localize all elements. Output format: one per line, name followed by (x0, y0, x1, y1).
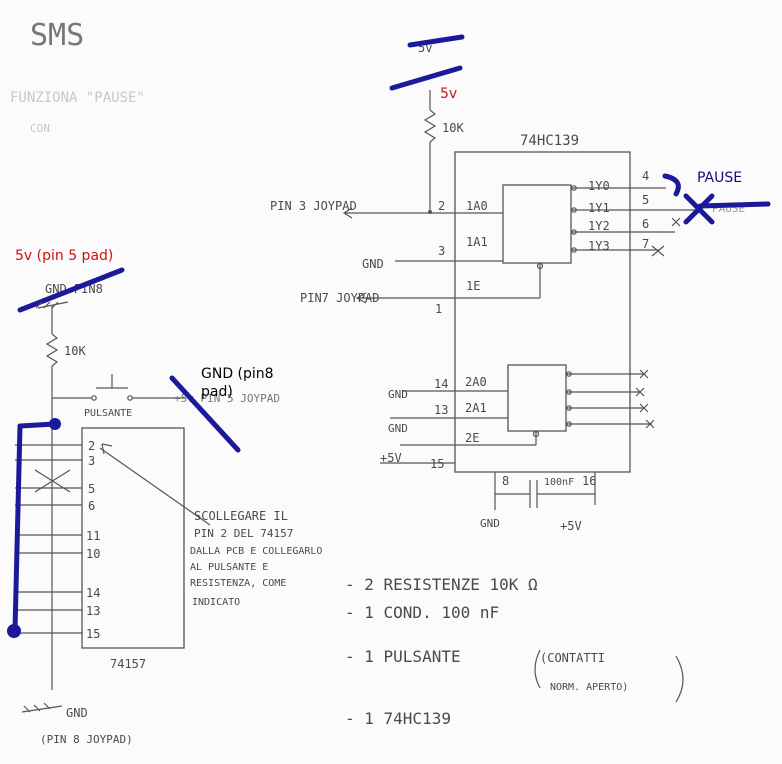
blue-dot-top (49, 418, 61, 430)
pointer-line (99, 447, 211, 526)
blue-dot-bottom (7, 624, 21, 638)
svg-text:1Y3: 1Y3 (588, 239, 610, 253)
decoder-2-outputs (566, 369, 655, 429)
svg-text:GND: GND (388, 388, 408, 401)
bom-item-capacitor: - 1 COND. 100 nF (345, 603, 499, 622)
note-pause: PAUSE (697, 170, 742, 186)
signal-pin3-joypad: PIN 3 JOYPAD (270, 199, 357, 213)
svg-text:4: 4 (642, 169, 649, 183)
chip-74157-section: 5v (pin 5 pad) GND PIN8 10K PULSANTE +5v… (7, 248, 280, 746)
chip-74hc139-name: 74HC139 (520, 133, 579, 149)
svg-text:GND: GND (388, 422, 408, 435)
chip-74hc139-body (454, 151, 631, 473)
pause-hook-mark (662, 173, 681, 197)
note-gnd-pin8: GND (pin8 pad) (201, 366, 278, 400)
decoder-1-outputs: 1Y0 1Y1 1Y2 1Y3 4 5 6 7 PAUSE (571, 169, 745, 257)
resistor-139-label: 10K (442, 121, 464, 135)
chip-74157-pins: 2 3 5 6 11 10 14 13 15 (15, 439, 100, 641)
pin-1a1-label: 1A1 (466, 235, 488, 249)
signal-pin7-joypad: PIN7 JOYPAD (300, 291, 379, 305)
svg-text:GND: GND (480, 517, 500, 530)
svg-text:1Y1: 1Y1 (588, 201, 610, 215)
svg-text:16: 16 (582, 474, 596, 488)
svg-text:SCOLLEGARE IL: SCOLLEGARE IL (194, 509, 288, 523)
svg-text:AL PULSANTE E: AL PULSANTE E (190, 562, 268, 573)
resistor-157 (45, 333, 59, 367)
pin-1e-label: 1E (466, 279, 480, 293)
svg-text:PIN 2 DEL 74157: PIN 2 DEL 74157 (194, 527, 293, 540)
svg-text:INDICATO: INDICATO (192, 597, 240, 608)
bom-item-resistors: - 2 RESISTENZE 10K Ω (345, 575, 538, 594)
capacitor-label: 100nF (544, 477, 574, 488)
pin-1-num: 1 (435, 302, 442, 316)
sheet-title: SMS (30, 18, 84, 53)
bom-button-note-1: (CONTATTI (540, 651, 605, 665)
decoder-1-block (502, 184, 572, 264)
note-left-5v: 5v (pin 5 pad) (15, 248, 113, 264)
button-label: PULSANTE (84, 408, 132, 419)
instruction-note: SCOLLEGARE IL PIN 2 DEL 74157 DALLA PCB … (190, 509, 322, 608)
svg-text:13: 13 (434, 403, 448, 417)
svg-text:13: 13 (86, 604, 100, 618)
svg-text:1Y0: 1Y0 (588, 179, 610, 193)
bom-item-chip: - 1 74HC139 (345, 709, 451, 728)
svg-text:6: 6 (88, 499, 95, 513)
svg-text:10: 10 (86, 547, 100, 561)
svg-text:2A1: 2A1 (465, 401, 487, 415)
note-gnd-pin8-line2: pad) (201, 384, 233, 400)
svg-text:2E: 2E (465, 431, 479, 445)
strike-pin5 (169, 375, 241, 453)
strike-gnd-pin8 (17, 267, 125, 313)
faint-subtitle: FUNZIONA "PAUSE" (10, 90, 145, 106)
pause-wire-mark (697, 201, 771, 209)
faint-small-text: CON (30, 122, 50, 135)
strike-mark-top-2 (389, 65, 463, 91)
pin-2-num: 2 (438, 199, 445, 213)
note-top-5v: 5v (440, 86, 457, 102)
svg-text:7: 7 (642, 237, 649, 251)
chip-74hc139-section: 5v 5v 10K 74HC139 PIN 3 JOYPAD 2 1A0 GND… (270, 34, 771, 533)
resistor-157-label: 10K (64, 344, 86, 358)
resistor-139 (423, 109, 437, 143)
svg-text:11: 11 (86, 529, 100, 543)
struck-pin5-label: +5v PIN 5 JOYPAD (174, 392, 280, 405)
pin-3-num: 3 (438, 244, 445, 258)
pin-1a0-label: 1A0 (466, 199, 488, 213)
bom-button-note-2: NORM. APERTO) (550, 682, 628, 693)
svg-text:15: 15 (86, 627, 100, 641)
svg-text:8: 8 (502, 474, 509, 488)
strike-mark-top-1 (407, 34, 465, 48)
svg-text:RESISTENZA, COME: RESISTENZA, COME (190, 578, 286, 589)
svg-text:2: 2 (88, 439, 95, 453)
svg-text:2A0: 2A0 (465, 375, 487, 389)
svg-text:DALLA PCB E COLLEGARLO: DALLA PCB E COLLEGARLO (190, 546, 322, 557)
gnd-157-sub: (PIN 8 JOYPAD) (40, 733, 133, 746)
svg-text:6: 6 (642, 217, 649, 231)
svg-text:15: 15 (430, 457, 444, 471)
pause-x-mark (683, 193, 715, 225)
blue-wire-mark (12, 421, 58, 633)
svg-text:1Y2: 1Y2 (588, 219, 610, 233)
svg-text:5: 5 (642, 193, 649, 207)
decoder-2-block (507, 364, 567, 432)
svg-text:14: 14 (86, 586, 100, 600)
svg-text:14: 14 (434, 377, 448, 391)
chip-74157-body (81, 427, 185, 649)
bom-item-button: - 1 PULSANTE (345, 647, 461, 666)
svg-text:+5V: +5V (560, 519, 582, 533)
gnd-157-label: GND (66, 706, 88, 720)
bill-of-materials: - 2 RESISTENZE 10K Ω - 1 COND. 100 nF - … (345, 575, 684, 728)
chip-74157-name: 74157 (110, 657, 146, 671)
svg-text:5: 5 (88, 482, 95, 496)
svg-text:3: 3 (88, 454, 95, 468)
signal-gnd-1a1: GND (362, 257, 384, 271)
svg-text:+5V: +5V (380, 451, 402, 465)
